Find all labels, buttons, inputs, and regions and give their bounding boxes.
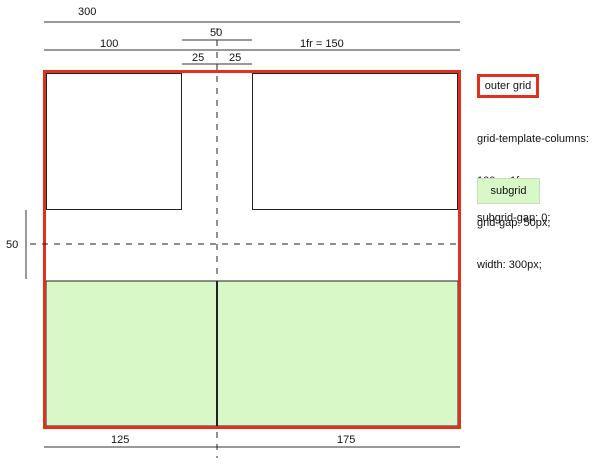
grid-item-top-left [46, 73, 182, 210]
subgrid-legend: subgrid [477, 178, 540, 204]
dim-total-width: 300 [78, 6, 96, 18]
dim-row-gap: 50 [6, 239, 18, 251]
outer-grid-border [43, 70, 461, 429]
dim-sub-col2: 175 [337, 434, 355, 446]
outer-grid-legend: outer grid [477, 74, 539, 98]
outer-note-line: grid-gap: 50px; [477, 217, 551, 229]
dim-half-gap-right: 25 [229, 52, 241, 64]
dim-gap-width: 50 [210, 27, 222, 39]
subgrid-css-note: subgrid-gap: 0; [477, 212, 551, 224]
outer-grid-label-text: outer grid [484, 80, 532, 92]
subgrid-cell-right [216, 280, 459, 427]
dim-col2-width: 1fr = 150 [300, 38, 344, 50]
dim-col1-width: 100 [100, 38, 118, 50]
outer-note-line: grid-template-columns: [477, 133, 589, 145]
dim-sub-col1: 125 [111, 434, 129, 446]
subgrid-label-text: subgrid [490, 185, 527, 197]
grid-item-top-right [252, 73, 458, 210]
outer-note-line: width: 300px; [477, 259, 542, 271]
dim-half-gap-left: 25 [192, 52, 204, 64]
subgrid-cell-left [45, 280, 218, 427]
